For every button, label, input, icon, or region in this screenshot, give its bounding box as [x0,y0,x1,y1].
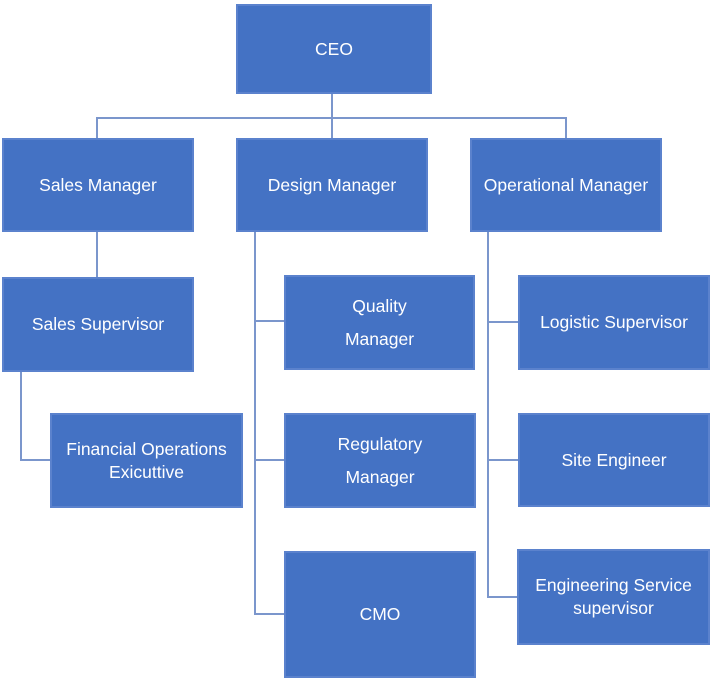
node-operational-manager[interactable]: Operational Manager [470,138,662,232]
connector-branch-logistic [487,321,518,323]
connector-branch-regulatory [254,459,284,461]
node-sales-manager-label: Sales Manager [39,174,157,195]
node-ceo[interactable]: CEO [236,4,432,94]
node-financial-operations-executive-label: Financial Operations Exicuttive [66,438,227,482]
node-design-manager[interactable]: Design Manager [236,138,428,232]
node-sales-manager[interactable]: Sales Manager [2,138,194,232]
connector-branch-cmo [254,613,284,615]
node-engineering-service-supervisor-label: Engineering Service supervisor [535,575,692,618]
node-site-engineer[interactable]: Site Engineer [518,413,710,507]
connector-sales-to-supervisor [96,232,98,277]
node-financial-operations-executive[interactable]: Financial Operations Exicuttive [50,413,243,508]
node-logistic-supervisor-label: Logistic Supervisor [540,312,688,333]
connector-supervisor-trunk [20,372,22,461]
node-quality-manager[interactable]: Quality Manager [284,275,475,370]
connector-branch-site-engineer [487,459,518,461]
connector-drop-operational-manager [565,117,567,138]
connector-branch-engineering-service [487,596,517,598]
node-quality-manager-label: Quality Manager [344,296,415,349]
node-site-engineer-label: Site Engineer [561,449,667,470]
node-ceo-label: CEO [315,38,353,59]
node-cmo-label: CMO [359,604,401,625]
connector-branch-financial-ops [20,459,50,461]
node-engineering-service-supervisor[interactable]: Engineering Service supervisor [517,549,710,645]
connector-ceo-drop [331,94,333,118]
connector-drop-sales-manager [96,117,98,138]
node-sales-supervisor-label: Sales Supervisor [31,314,165,335]
node-cmo[interactable]: CMO [284,551,476,678]
node-logistic-supervisor[interactable]: Logistic Supervisor [518,275,710,370]
connector-operational-trunk [487,232,489,598]
node-regulatory-manager[interactable]: Regulatory Manager [284,413,476,508]
node-sales-supervisor[interactable]: Sales Supervisor [2,277,194,372]
connector-drop-design-manager [331,117,333,138]
node-operational-manager-label: Operational Manager [483,174,649,195]
node-regulatory-manager-label: Regulatory Manager [337,434,423,487]
connector-branch-quality [254,320,284,322]
connector-design-trunk [254,232,256,615]
node-design-manager-label: Design Manager [267,174,397,195]
